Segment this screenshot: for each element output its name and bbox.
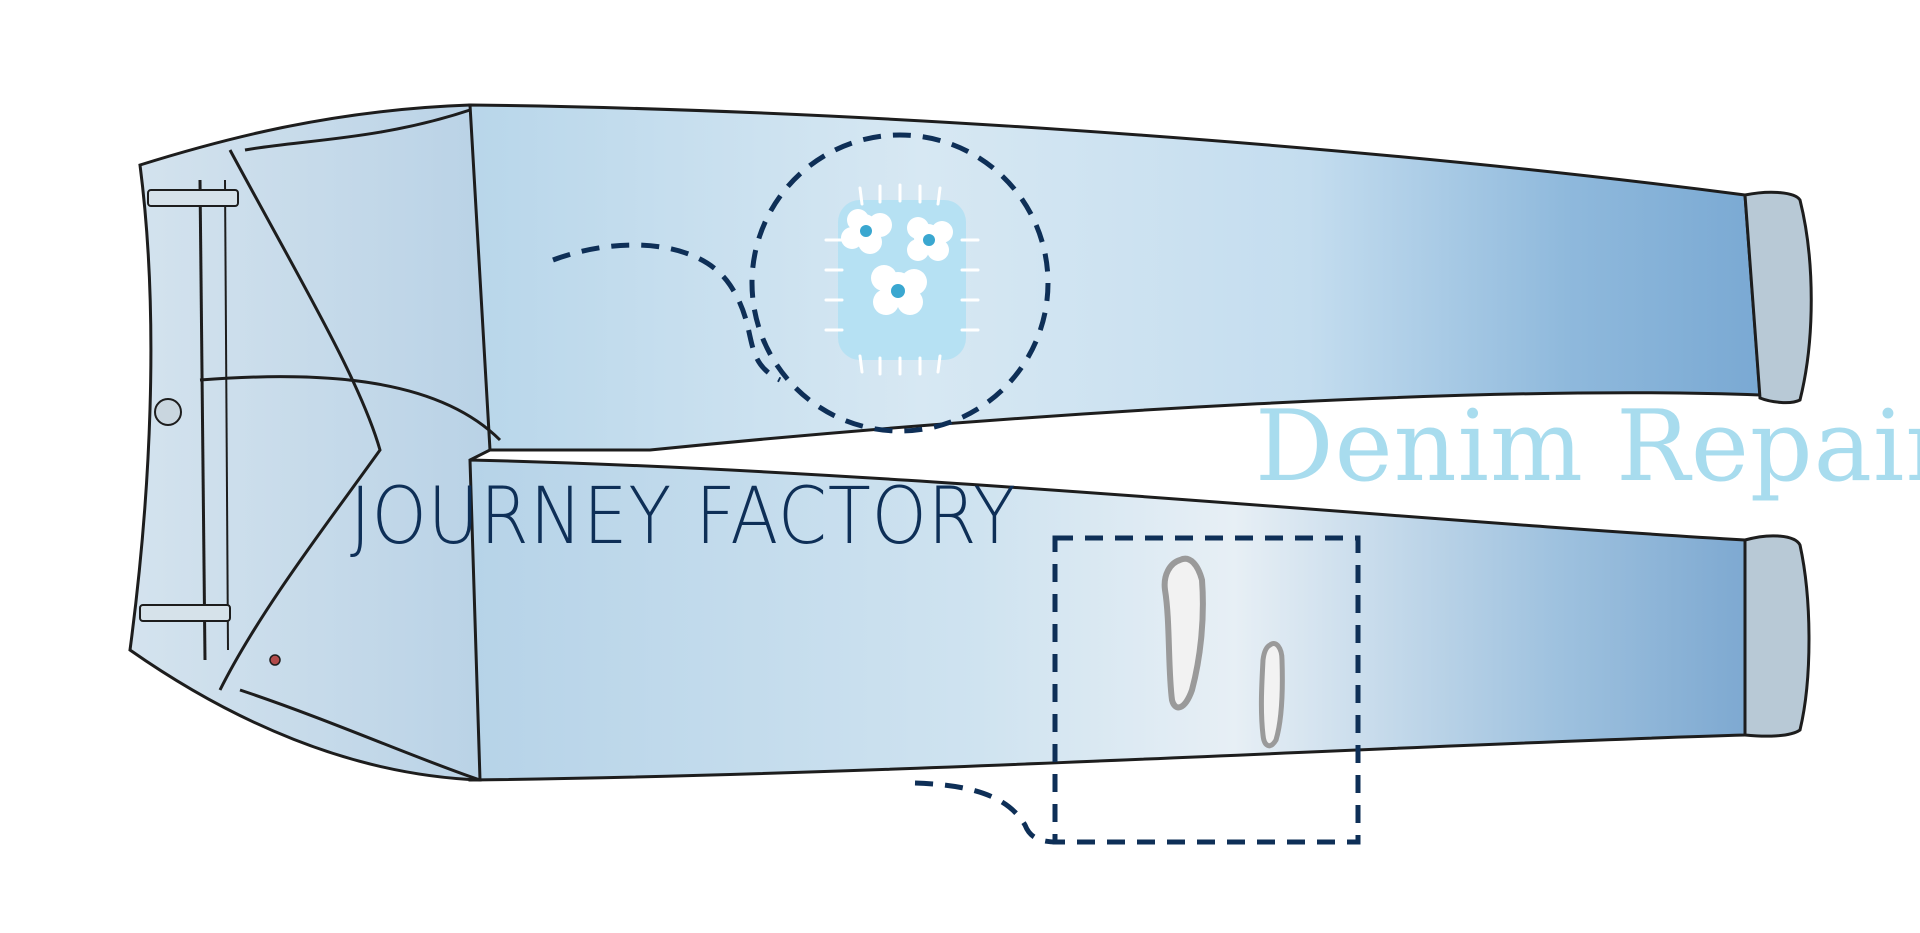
lower-cuff bbox=[1743, 534, 1811, 738]
flower-icon bbox=[871, 265, 927, 315]
back-pocket-curve bbox=[239, 688, 481, 782]
upper-cuff bbox=[1743, 190, 1813, 405]
fly-seam bbox=[198, 179, 207, 661]
tear-callout-box bbox=[1052, 535, 1361, 845]
crotch-seam bbox=[218, 149, 382, 691]
belt-loop-top bbox=[147, 189, 239, 207]
patch-callout-line bbox=[552, 242, 782, 383]
tear-callout-line bbox=[914, 780, 1059, 845]
belt-loop-bottom bbox=[139, 604, 231, 622]
flower-patch-icon bbox=[824, 183, 980, 376]
page-title: Denim Repair bbox=[1255, 390, 1920, 504]
patch-callout-circle bbox=[749, 132, 1051, 434]
button-icon bbox=[154, 398, 182, 426]
front-pocket-curve bbox=[199, 375, 502, 442]
flower-icon bbox=[907, 217, 953, 261]
rivet-icon bbox=[269, 654, 281, 666]
fly-seam-inner bbox=[224, 179, 229, 651]
front-pocket-top bbox=[244, 108, 471, 152]
denim-tear-icon bbox=[1161, 555, 1285, 749]
brand-name: JOURNEY FACTORY bbox=[350, 472, 1017, 562]
